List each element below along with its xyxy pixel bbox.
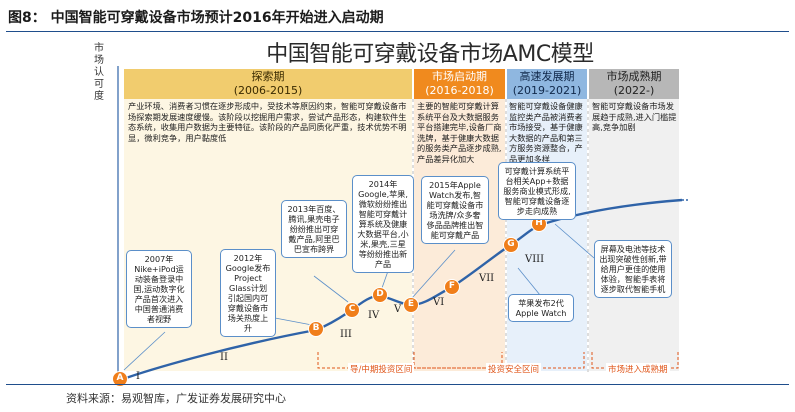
- connector-line: [554, 223, 595, 259]
- event-callout-2012: 2012年 Google发布Project Glass计划引起国内可穿戴设备市场…: [220, 249, 276, 337]
- figure-label: 图8：: [8, 10, 46, 26]
- stage-header-mature: 市场成熟期 (2022-): [589, 69, 679, 99]
- connector-line: [517, 267, 541, 296]
- curve-point-f: F: [444, 279, 460, 295]
- stage-description-growth: 智能可穿戴设备健康监控类产品被消费者市场接受，基于健康大数据的产品和第三方服务资…: [509, 101, 583, 164]
- y-axis-label: 市场认可度: [94, 43, 104, 102]
- curve-point-g: G: [503, 237, 519, 253]
- event-callout-2013: 2013年百度、腾讯,果壳电子纷纷推出可穿戴产品,阿里巴巴宣布跨界: [281, 200, 347, 258]
- stage-column-mature: [589, 99, 679, 371]
- connector-line: [381, 270, 389, 289]
- stage-name: 市场启动期: [432, 70, 487, 83]
- roman-label: VIII: [525, 254, 545, 265]
- curve-point-a: A: [112, 371, 128, 387]
- curve-point-e: E: [403, 297, 419, 313]
- connector-line: [411, 249, 456, 299]
- stage-description-explore: 产业环境、消费者习惯在逐步形成中，受技术等原因约束，智能可穿戴设备市场探索期发展…: [128, 101, 407, 143]
- roman-label: IV: [368, 310, 380, 321]
- period-label-early: 导/中期投资区间: [348, 363, 415, 375]
- stage-description-mature: 智能可穿戴设备市场发展趋于成熟,进入门槛提高,竞争加剧: [592, 101, 677, 132]
- connector-line: [123, 331, 166, 371]
- stage-years: (2006-2015): [233, 84, 303, 97]
- connector-line: [313, 275, 349, 303]
- period-label-safe: 投资安全区间: [486, 363, 542, 375]
- event-callout-2015: 2015年Apple Watch发布,智能可穿戴设备市场洗牌/众多奢侈品品牌推出…: [421, 176, 489, 244]
- top-rule: [6, 31, 789, 32]
- curve-point-d: D: [372, 287, 388, 303]
- stage-name: 探索期: [251, 70, 285, 83]
- stage-years: (2022-): [613, 84, 655, 97]
- stage-years: (2016-2018): [425, 84, 494, 97]
- bracket-mature: [591, 352, 679, 369]
- stage-column-growth: [507, 99, 587, 371]
- stage-name: 市场成熟期: [606, 70, 662, 83]
- roman-label: VII: [479, 273, 495, 284]
- stage-header-growth: 高速发展期 (2019-2021): [507, 69, 587, 99]
- figure-title: 图8： 中国智能可穿戴设备市场预计2016年开始进入启动期: [8, 7, 384, 27]
- event-callout-2007: 2007年 Nike+iPod运动装备登录中国,运动数字化产品首次进入中国普通消…: [126, 250, 192, 328]
- event-callout-2014: 2014年 Google,苹果,微软纷纷推出智能可穿戴计算系统及健康大数据平台,…: [352, 175, 414, 273]
- roman-label: I: [136, 371, 140, 382]
- event-callout-mature-tech: 屏幕及电池等技术出现突破性创新,带给用户更佳的使用体验，智能手表将逐步取代智能手…: [594, 240, 672, 298]
- stage-name: 高速发展期: [519, 70, 575, 83]
- stage-header-launch: 市场启动期 (2016-2018): [414, 69, 505, 99]
- event-callout-apple-watch-2: 苹果发布2代Apple Watch: [508, 294, 574, 322]
- connector-line: [274, 317, 313, 326]
- curve-point-b: B: [308, 321, 324, 337]
- stage-description-launch: 主要的智能可穿戴计算系统平台及大数据服务平台搭建完毕,设备厂商洗牌，基于健康大数…: [417, 101, 502, 164]
- curve-point-c: C: [344, 302, 360, 318]
- roman-label: II: [220, 352, 228, 363]
- model-title: 中国智能可穿戴设备市场AMC模型: [266, 42, 594, 67]
- figure-title-text: 中国智能可穿戴设备市场预计2016年开始进入启动期: [50, 10, 384, 26]
- bottom-rule: [6, 384, 789, 385]
- source-note: 资料来源：易观智库，广发证券发展研究中心: [66, 392, 286, 405]
- stage-years: (2019-2021): [512, 84, 582, 97]
- event-callout-app-ecosystem: 可穿戴计算系统平台相关App+数据服务商业模式形成,智能可穿戴设备逐步走向成熟: [498, 162, 576, 220]
- roman-label: III: [340, 329, 352, 340]
- roman-label: V: [394, 304, 402, 315]
- stage-header-explore: 探索期 (2006-2015): [124, 69, 412, 99]
- period-label-mature: 市场进入成熟期: [606, 363, 670, 375]
- roman-label: VI: [433, 297, 445, 308]
